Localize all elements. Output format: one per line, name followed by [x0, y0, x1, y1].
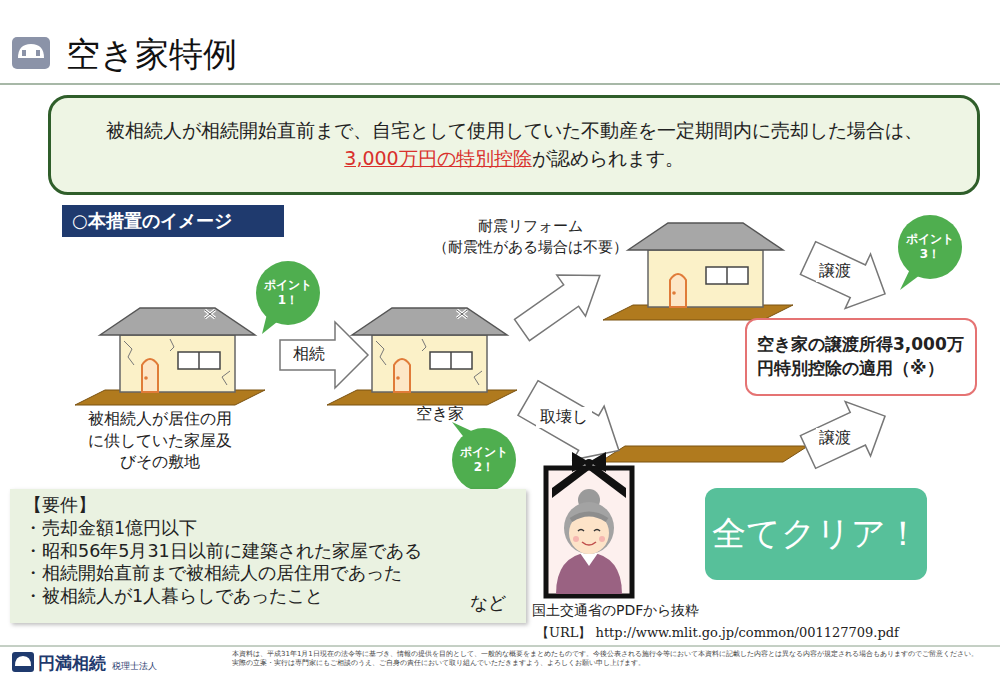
page-title: 空き家特例	[66, 32, 237, 78]
point-bubble: ポイント 3！	[898, 215, 962, 279]
result-text: 空き家の譲渡所得3,000万円特別控除の適用（※）	[757, 333, 965, 381]
section-band: ○本措置のイメージ	[62, 205, 284, 237]
text-group: 被相続人が相続開始直前まで、自宅として使用していた不動産を一定期間内に売却した場…	[106, 117, 923, 172]
clear-text: 全てクリア！	[712, 511, 920, 557]
highlight-text: 3,000万円の特別控除	[344, 147, 531, 169]
clear-box: 全てクリア！	[705, 488, 927, 580]
requirements-box: 【要件】・売却金額1億円以下・昭和56年5月31日以前に建築された家屋である・相…	[10, 489, 526, 623]
arrow-label: 譲渡	[816, 261, 854, 282]
point-label: ポイント 1！	[262, 278, 314, 308]
point-bubble: ポイント 2！	[452, 428, 516, 492]
section-heading: ○本措置のイメージ	[72, 209, 232, 233]
requirement-item: ・被相続人が1人暮らしであったこと	[24, 585, 512, 608]
title-icon	[12, 37, 50, 69]
step-caption: 耐震リフォーム （耐震性がある場合は不要）	[420, 216, 640, 258]
point-bubble: ポイント 1！	[256, 261, 320, 325]
disclaimer: 本資料は、平成31年1月1日現在の法令等に基づき、情報の提供を目的として、一般的…	[232, 650, 982, 669]
result-box: 空き家の譲渡所得3,000万円特別控除の適用（※）	[745, 318, 977, 396]
source-url: 【URL】 http://www.mlit.go.jp/common/00112…	[536, 624, 896, 642]
requirements-note: など	[470, 592, 506, 615]
arrow-label: 取壊し	[536, 407, 592, 428]
text-line: 3,000万円の特別控除が認められます。	[106, 145, 923, 173]
requirements-heading: 【要件】	[24, 494, 512, 517]
point-label: ポイント 3！	[904, 232, 956, 262]
point-label: ポイント 2！	[458, 445, 510, 475]
item-caption: 空き家	[400, 404, 480, 425]
arrow-label: 譲渡	[816, 428, 854, 449]
requirement-item: ・相続開始直前まで被相続人の居住用であった	[24, 562, 512, 585]
requirement-item: ・昭和56年5月31日以前に建築された家屋である	[24, 540, 512, 563]
summary-box: 被相続人が相続開始直前まで、自宅として使用していた不動産を一定期間内に売却した場…	[48, 95, 980, 195]
portrait	[546, 452, 632, 596]
summary-text: が認められます。	[532, 147, 684, 169]
arrow-label: 相続	[283, 344, 335, 365]
summary-text: 被相続人が相続開始直前まで、自宅として使用していた不動産を一定期間内に売却した場…	[106, 117, 923, 145]
company-suffix: 税理士法人	[112, 660, 172, 673]
source-note: 国土交通省のPDFから抜粋	[532, 602, 732, 620]
requirement-item: ・売却金額1億円以下	[24, 517, 512, 540]
item-caption: 被相続人が居住の用に供していた家屋及びその敷地	[85, 408, 235, 473]
